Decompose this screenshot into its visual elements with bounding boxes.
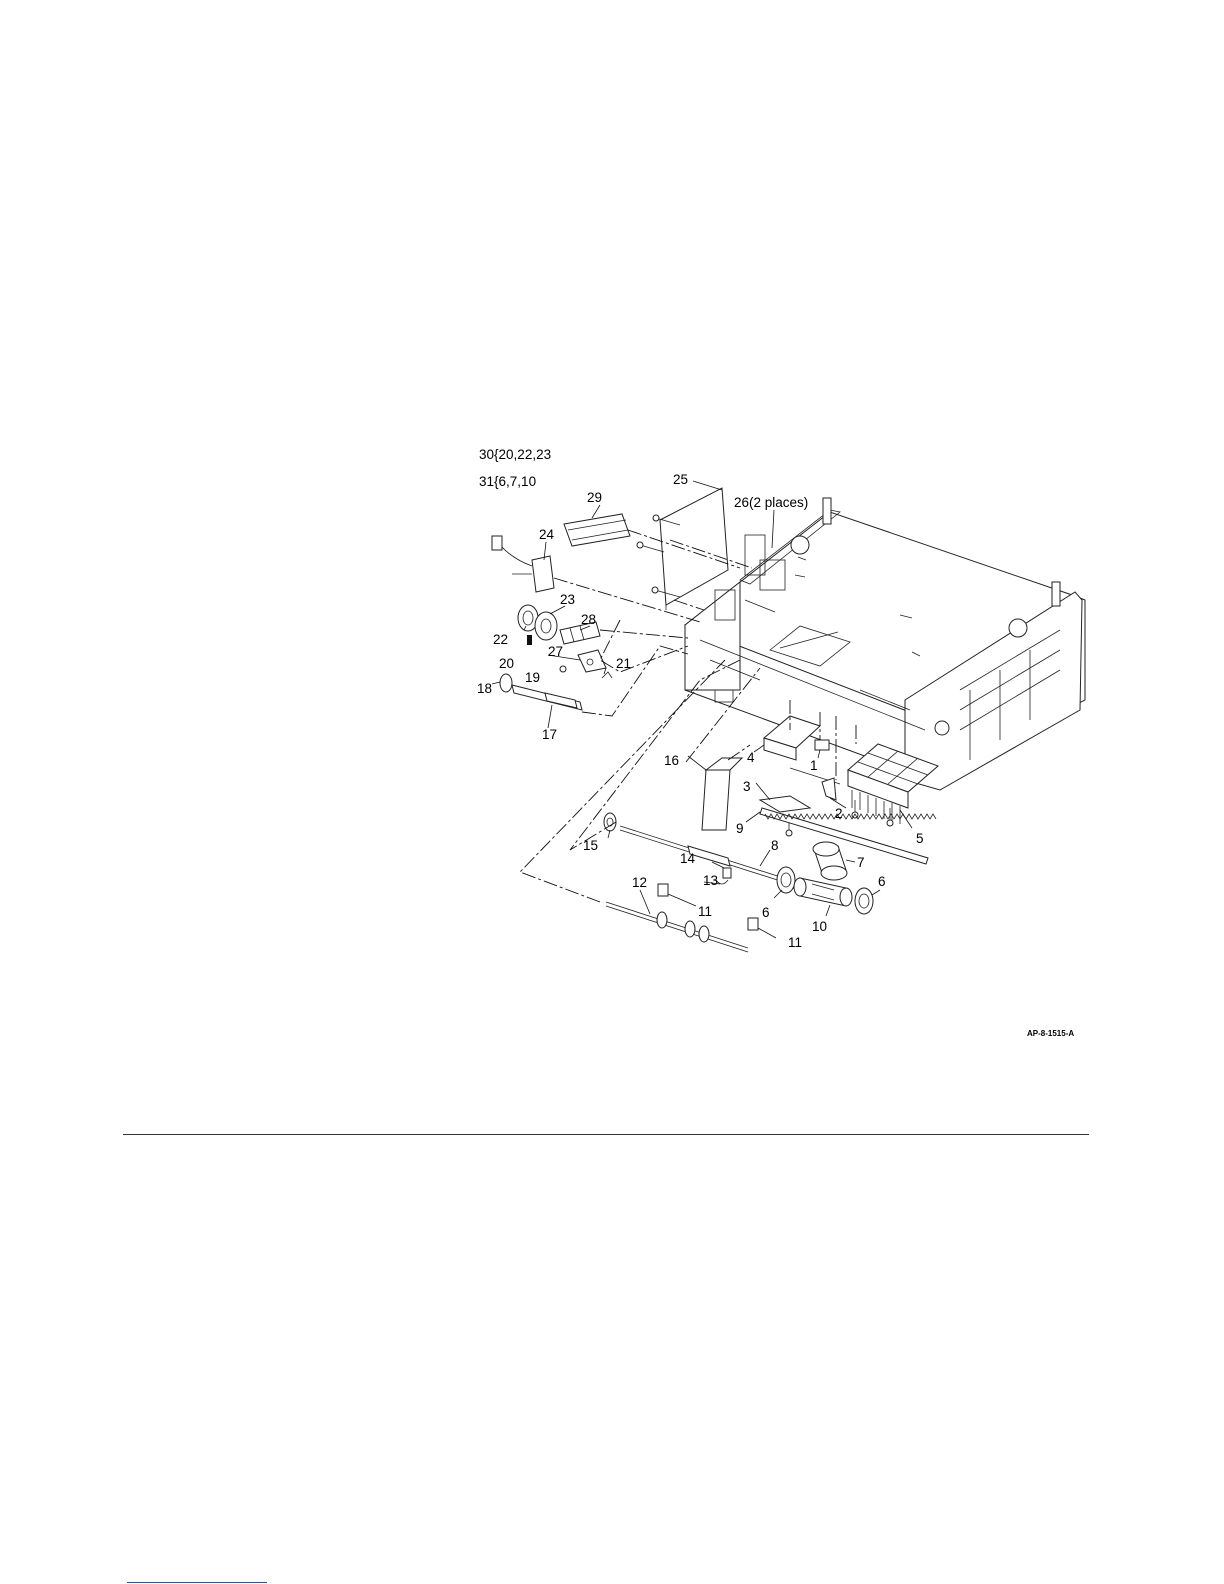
callout-5: 5 xyxy=(916,831,924,846)
callout-24: 24 xyxy=(539,527,555,542)
callout-8: 8 xyxy=(771,838,779,853)
callout-28: 28 xyxy=(581,612,596,627)
callout-17: 17 xyxy=(542,727,557,742)
callout-18: 18 xyxy=(477,681,492,696)
part-25-plate xyxy=(660,488,728,610)
callout-27: 27 xyxy=(548,644,563,659)
part-1-sensor xyxy=(815,740,829,750)
kit-31-label: 31{6,7,10 xyxy=(479,474,536,489)
callout-21: 21 xyxy=(616,656,631,671)
part-6-bearing-left xyxy=(777,867,795,893)
part-23-gear xyxy=(535,612,557,640)
callout-29: 29 xyxy=(587,490,602,505)
callout-25: 25 xyxy=(673,472,688,487)
footer-link-underline[interactable] xyxy=(127,1582,267,1583)
part-12-shaft xyxy=(606,902,748,952)
callout-20: 20 xyxy=(499,656,514,671)
callout-13: 13 xyxy=(703,873,718,888)
part-18-gear xyxy=(500,674,512,692)
callout-7: 7 xyxy=(857,855,865,870)
callout-23: 23 xyxy=(560,592,575,607)
horizontal-rule xyxy=(123,1134,1089,1135)
callout-26: 26(2 places) xyxy=(734,495,808,510)
part-24-sensor xyxy=(492,536,554,592)
callout-11b: 11 xyxy=(788,935,802,950)
part-10-roller xyxy=(794,878,852,906)
part-21-clip xyxy=(602,672,612,678)
callout-14: 14 xyxy=(680,851,696,866)
callout-10: 10 xyxy=(812,919,827,934)
part-29-bracket xyxy=(564,514,630,546)
figure-code: AP-8-1515-A xyxy=(1027,1029,1074,1038)
callout-4: 4 xyxy=(747,750,755,765)
part-14-clip xyxy=(723,868,731,878)
callout-1: 1 xyxy=(810,758,818,773)
part-17-shaft xyxy=(512,685,582,710)
part-11-bearing-right xyxy=(748,918,758,930)
callout-6b: 6 xyxy=(878,874,886,889)
callout-2: 2 xyxy=(835,806,843,821)
part-16-plate xyxy=(702,758,742,830)
callout-11a: 11 xyxy=(698,904,712,919)
part-6-bearing-right xyxy=(855,888,873,914)
part-11-bearing-left xyxy=(658,884,668,896)
callout-19: 19 xyxy=(525,670,540,685)
part-19-washer xyxy=(560,666,566,672)
callout-12: 12 xyxy=(632,875,647,890)
callout-3: 3 xyxy=(743,779,751,794)
callout-9: 9 xyxy=(736,821,744,836)
kit-30-label: 30{20,22,23 xyxy=(479,447,551,462)
part-9-brush xyxy=(760,808,936,864)
callout-22: 22 xyxy=(493,632,508,647)
callout-15: 15 xyxy=(583,838,598,853)
part-20-spring xyxy=(527,635,532,645)
callout-16: 16 xyxy=(664,753,679,768)
callout-6a: 6 xyxy=(762,905,770,920)
part-7-roller xyxy=(813,842,847,880)
